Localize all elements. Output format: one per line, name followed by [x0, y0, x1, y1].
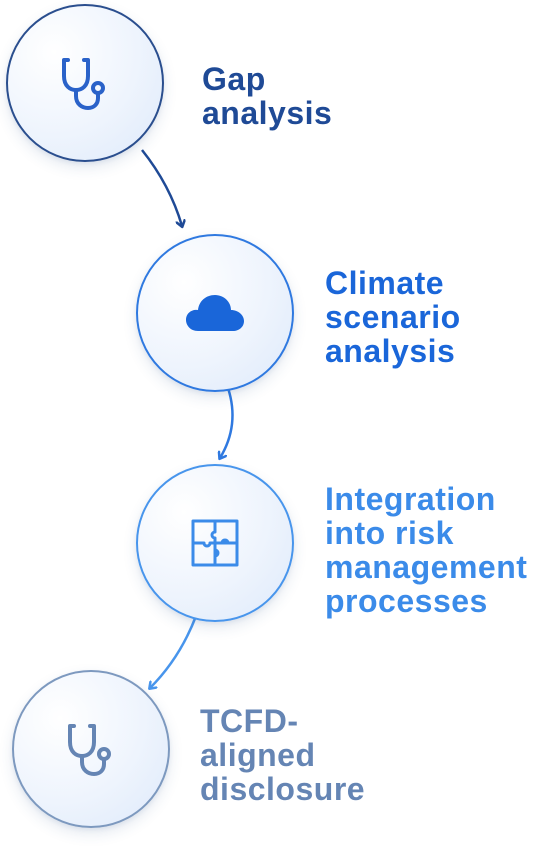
label-line: management [325, 549, 528, 585]
step-label-integration: Integration into risk management process… [325, 482, 527, 618]
step-label-climate-scenario: Climate scenario analysis [325, 266, 461, 368]
label-line: processes [325, 583, 488, 619]
stethoscope-icon [56, 54, 114, 112]
label-line: Integration [325, 481, 496, 517]
step-circle-tcfd-disclosure [12, 670, 170, 828]
step-label-gap-analysis: Gap analysis [202, 62, 332, 130]
label-line: analysis [202, 95, 333, 131]
label-line: Gap [202, 61, 266, 97]
step-label-tcfd-disclosure: TCFD- aligned disclosure [200, 704, 365, 806]
label-line: Climate [325, 265, 445, 301]
step-circle-climate-scenario [136, 234, 294, 392]
step-circle-gap-analysis [6, 4, 164, 162]
arrow-gap-to-scenario [141, 149, 182, 226]
label-line: TCFD- [200, 703, 299, 739]
label-line: into risk [325, 515, 454, 551]
cloud-icon [184, 291, 246, 335]
label-line: analysis [325, 333, 456, 369]
puzzle-icon [190, 518, 240, 568]
arrow-integration-to-disclosure [150, 615, 198, 688]
arrow-scenario-to-integration [220, 387, 234, 458]
stethoscope-icon [62, 720, 120, 778]
label-line: scenario [325, 299, 461, 335]
label-line: aligned [200, 737, 316, 773]
label-line: disclosure [200, 771, 366, 807]
step-circle-integration [136, 464, 294, 622]
